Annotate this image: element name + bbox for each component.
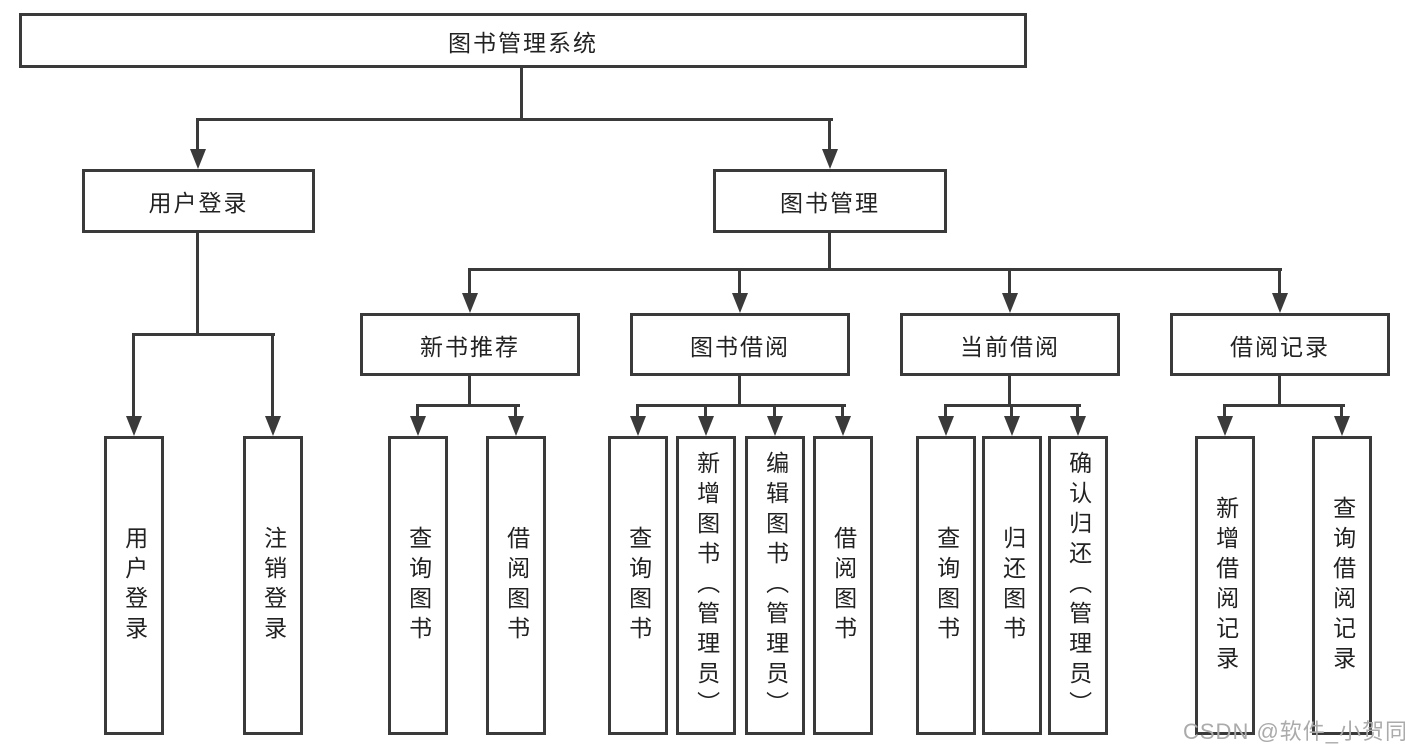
node-label: 新书推荐 — [420, 333, 520, 360]
arrowhead-down — [938, 416, 954, 436]
connector-drop-leaf-logout — [271, 333, 274, 418]
leaf-query-books-current: 查询图书 — [916, 436, 976, 735]
connector-user-login-stem — [196, 233, 199, 335]
node-label: 归还图书 — [999, 525, 1026, 646]
node-book-management: 图书管理 — [713, 169, 947, 233]
node-book-borrowing: 图书借阅 — [630, 313, 850, 376]
arrowhead-down — [1334, 416, 1350, 436]
leaf-return-book: 归还图书 — [982, 436, 1042, 735]
connector-drop-user-login — [196, 118, 199, 150]
node-label: 图书管理系统 — [448, 29, 598, 56]
node-label: 确认归还（管理员） — [1065, 450, 1092, 721]
arrowhead-down — [410, 416, 426, 436]
connector-root-rail — [197, 118, 833, 121]
leaf-add-book-admin: 新增图书（管理员） — [676, 436, 736, 735]
arrowhead-down — [698, 416, 714, 436]
connector-g4-drop2 — [1340, 404, 1343, 418]
node-label: 图书管理 — [780, 190, 880, 216]
connector-g4-rail — [1223, 404, 1345, 407]
node-label: 用户登录 — [121, 525, 148, 646]
arrowhead-down — [1272, 293, 1288, 313]
arrowhead-down — [508, 416, 524, 436]
arrowhead-down — [462, 293, 478, 313]
leaf-query-books-borrowing: 查询图书 — [608, 436, 668, 735]
node-label: 查询图书 — [625, 525, 652, 646]
connector-g2-drop2 — [704, 404, 707, 418]
arrowhead-down — [1217, 416, 1233, 436]
node-borrowing-records: 借阅记录 — [1170, 313, 1390, 376]
connector-g3-drop2 — [1010, 404, 1013, 418]
connector-g2-drop4 — [841, 404, 844, 418]
leaf-user-login: 用户登录 — [104, 436, 164, 735]
connector-drop-new-book-rec — [468, 268, 471, 295]
node-label: 查询图书 — [405, 525, 432, 646]
leaf-edit-book-admin: 编辑图书（管理员） — [745, 436, 805, 735]
connector-drop-borrowing-records — [1278, 268, 1281, 295]
connector-g1-rail — [416, 404, 520, 407]
connector-g2-drop3 — [773, 404, 776, 418]
connector-drop-book-borrowing — [738, 268, 741, 295]
connector-g3-stem — [1008, 376, 1011, 407]
connector-root-stem — [520, 68, 523, 121]
node-label: 编辑图书（管理员） — [762, 450, 789, 721]
connector-drop-leaf-user-login — [132, 333, 135, 418]
leaf-query-books-recommend: 查询图书 — [388, 436, 448, 735]
node-label: 当前借阅 — [960, 333, 1060, 360]
node-label: 新增图书（管理员） — [693, 450, 720, 721]
node-current-borrowing: 当前借阅 — [900, 313, 1120, 376]
node-library-management-system: 图书管理系统 — [19, 13, 1027, 68]
leaf-query-borrow-record: 查询借阅记录 — [1312, 436, 1372, 735]
connector-g2-drop1 — [636, 404, 639, 418]
connector-g3-drop3 — [1076, 404, 1079, 418]
node-label: 借阅记录 — [1230, 333, 1330, 360]
connector-g3-drop1 — [944, 404, 947, 418]
connector-g1-drop1 — [416, 404, 419, 418]
leaf-logout: 注销登录 — [243, 436, 303, 735]
node-label: 查询借阅记录 — [1329, 495, 1356, 676]
leaf-borrow-books-recommend: 借阅图书 — [486, 436, 546, 735]
leaf-borrow-books: 借阅图书 — [813, 436, 873, 735]
watermark: CSDN @软件_小贺同学 — [1183, 719, 1405, 744]
node-label: 用户登录 — [148, 190, 249, 216]
connector-book-mgmt-rail — [468, 268, 1282, 271]
connector-g1-drop2 — [514, 404, 517, 418]
connector-user-login-rail — [132, 333, 275, 336]
arrowhead-down — [265, 416, 281, 436]
node-new-book-recommendation: 新书推荐 — [360, 313, 580, 376]
connector-g4-stem — [1278, 376, 1281, 407]
node-user-login: 用户登录 — [82, 169, 315, 233]
node-label: 借阅图书 — [503, 525, 530, 646]
node-label: 查询图书 — [933, 525, 960, 646]
arrowhead-down — [630, 416, 646, 436]
connector-drop-current-borrowing — [1008, 268, 1011, 295]
connector-book-mgmt-stem — [828, 233, 831, 271]
arrowhead-down — [126, 416, 142, 436]
connector-g4-drop1 — [1223, 404, 1226, 418]
arrowhead-down — [767, 416, 783, 436]
node-label: 注销登录 — [260, 525, 287, 646]
arrowhead-down — [1004, 416, 1020, 436]
leaf-confirm-return-admin: 确认归还（管理员） — [1048, 436, 1108, 735]
arrowhead-down — [822, 149, 838, 169]
arrowhead-down — [190, 149, 206, 169]
leaf-add-borrow-record: 新增借阅记录 — [1195, 436, 1255, 735]
arrowhead-down — [732, 293, 748, 313]
arrowhead-down — [1070, 416, 1086, 436]
arrowhead-down — [835, 416, 851, 436]
node-label: 新增借阅记录 — [1212, 495, 1239, 676]
connector-g2-rail — [636, 404, 846, 407]
connector-drop-book-management — [828, 118, 831, 150]
node-label: 图书借阅 — [690, 333, 790, 360]
arrowhead-down — [1002, 293, 1018, 313]
node-label: 借阅图书 — [830, 525, 857, 646]
connector-g1-stem — [468, 376, 471, 407]
connector-g2-stem — [738, 376, 741, 407]
